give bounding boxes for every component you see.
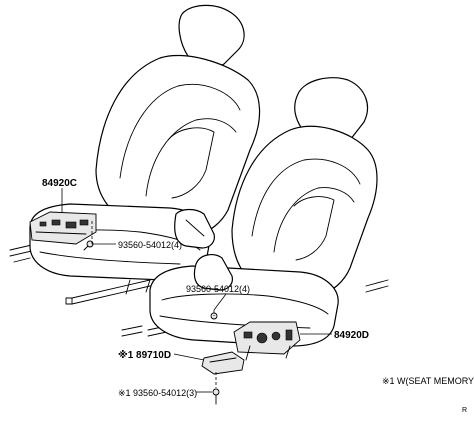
callout-93560-54012-b: 93560-54012(4) [186,284,250,294]
left-seat [9,4,261,305]
memory-switch-89710D [201,351,245,375]
switch-module-84920D [233,321,301,355]
right-seat [121,77,389,405]
callout-93560-54012-c: ※1 93560-54012(3) [118,388,197,398]
callout-93560-54012-a: 93560-54012(4) [118,240,182,250]
leader-lines [61,188,332,393]
screw-icon [212,388,220,396]
switch-module-84920C [29,211,97,245]
callout-84920D: 84920D [334,330,369,341]
corner-mark: R [462,407,467,414]
callout-89710D: ※1 89710D [118,349,171,361]
callout-84920C: 84920C [42,178,77,189]
legend-note: ※1 W(SEAT MEMORY) [382,376,474,386]
